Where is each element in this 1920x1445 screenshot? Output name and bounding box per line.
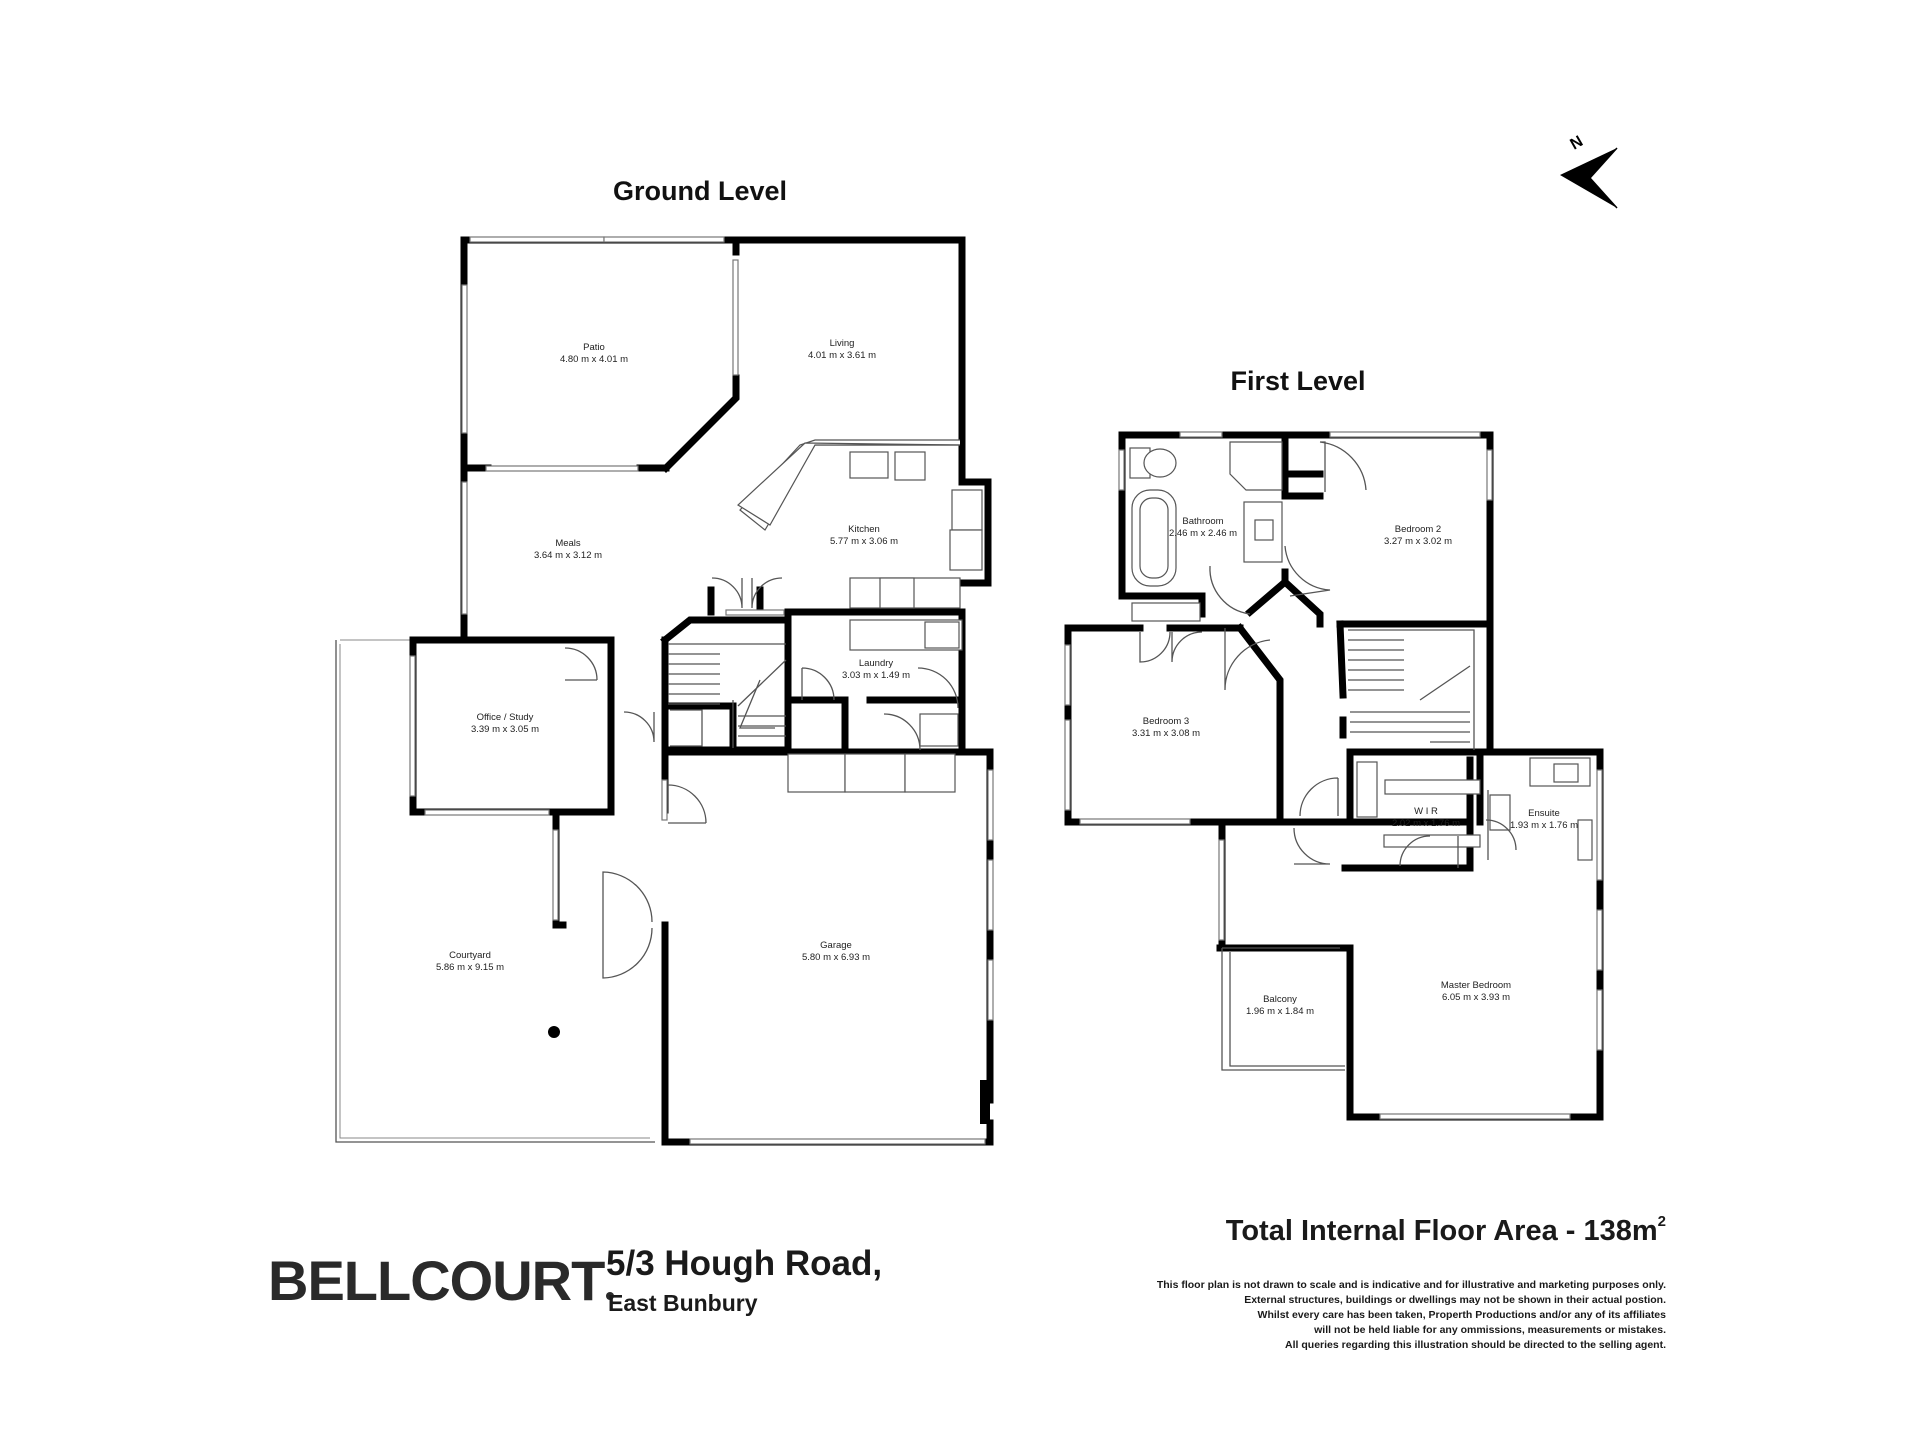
disclaimer-line: Whilst every care has been taken, Proper… <box>1257 1309 1666 1321</box>
room-label-office: Office / Study <box>477 712 534 723</box>
ground-level-plan: Ground Level <box>335 176 994 1146</box>
room-dims-wir: 2.02 m x 1.76 m <box>1392 818 1460 829</box>
room-label-patio: Patio <box>583 342 605 353</box>
room-dims-patio: 4.80 m x 4.01 m <box>560 354 628 365</box>
room-label-master: Master Bedroom <box>1441 980 1511 991</box>
total-floor-area: Total Internal Floor Area - 138m2 <box>1225 1213 1666 1248</box>
first-level-plan: First Level <box>1064 366 1604 1121</box>
north-arrow-icon: N <box>1560 133 1618 209</box>
room-dims-balcony: 1.96 m x 1.84 m <box>1246 1006 1314 1017</box>
address-line1: 5/3 Hough Road, <box>606 1244 883 1283</box>
total-floor-area-unit-superscript: 2 <box>1657 1213 1666 1230</box>
room-label-kitchen: Kitchen <box>848 524 880 535</box>
room-label-living: Living <box>830 338 855 349</box>
room-dims-ensuite: 1.93 m x 1.76 m <box>1510 820 1578 831</box>
courtyard-marker-dot <box>548 1026 560 1038</box>
room-label-bedroom3: Bedroom 3 <box>1143 716 1189 727</box>
disclaimer-line: will not be held liable for any ommissio… <box>1314 1324 1666 1336</box>
room-label-wir: W I R <box>1414 806 1438 817</box>
room-dims-bedroom3: 3.31 m x 3.08 m <box>1132 728 1200 739</box>
room-dims-master: 6.05 m x 3.93 m <box>1442 992 1510 1003</box>
first-level-title: First Level <box>1230 366 1365 396</box>
room-label-laundry: Laundry <box>859 658 894 669</box>
room-dims-office: 3.39 m x 3.05 m <box>471 724 539 735</box>
address-line2: East Bunbury <box>608 1290 758 1316</box>
room-dims-laundry: 3.03 m x 1.49 m <box>842 670 910 681</box>
room-label-bathroom: Bathroom <box>1182 516 1223 527</box>
room-label-ensuite: Ensuite <box>1528 808 1560 819</box>
room-dims-living: 4.01 m x 3.61 m <box>808 350 876 361</box>
compass-north-label: N <box>1568 133 1587 154</box>
disclaimer-line: This floor plan is not drawn to scale an… <box>1156 1279 1666 1291</box>
room-dims-meals: 3.64 m x 3.12 m <box>534 550 602 561</box>
brand-logo: BELLCOURT <box>268 1248 615 1313</box>
brand-dot-icon <box>606 1292 615 1300</box>
disclaimer-line: External structures, buildings or dwelli… <box>1244 1294 1666 1306</box>
room-dims-kitchen: 5.77 m x 3.06 m <box>830 536 898 547</box>
room-label-balcony: Balcony <box>1263 994 1297 1005</box>
brand-name: BELLCOURT <box>268 1249 605 1312</box>
room-dims-bathroom: 2.46 m x 2.46 m <box>1169 528 1237 539</box>
room-dims-bedroom2: 3.27 m x 3.02 m <box>1384 536 1452 547</box>
total-floor-area-label: Total Internal Floor Area - 138m <box>1225 1215 1658 1247</box>
room-label-bedroom2: Bedroom 2 <box>1395 524 1441 535</box>
disclaimer: This floor plan is not drawn to scale an… <box>1046 1278 1666 1353</box>
room-label-courtyard: Courtyard <box>449 950 491 961</box>
ground-level-title: Ground Level <box>613 176 787 206</box>
room-label-garage: Garage <box>820 940 852 951</box>
room-label-meals: Meals <box>555 538 581 549</box>
room-dims-garage: 5.80 m x 6.93 m <box>802 952 870 963</box>
disclaimer-line: All queries regarding this illustration … <box>1285 1339 1666 1351</box>
room-dims-courtyard: 5.86 m x 9.15 m <box>436 962 504 973</box>
